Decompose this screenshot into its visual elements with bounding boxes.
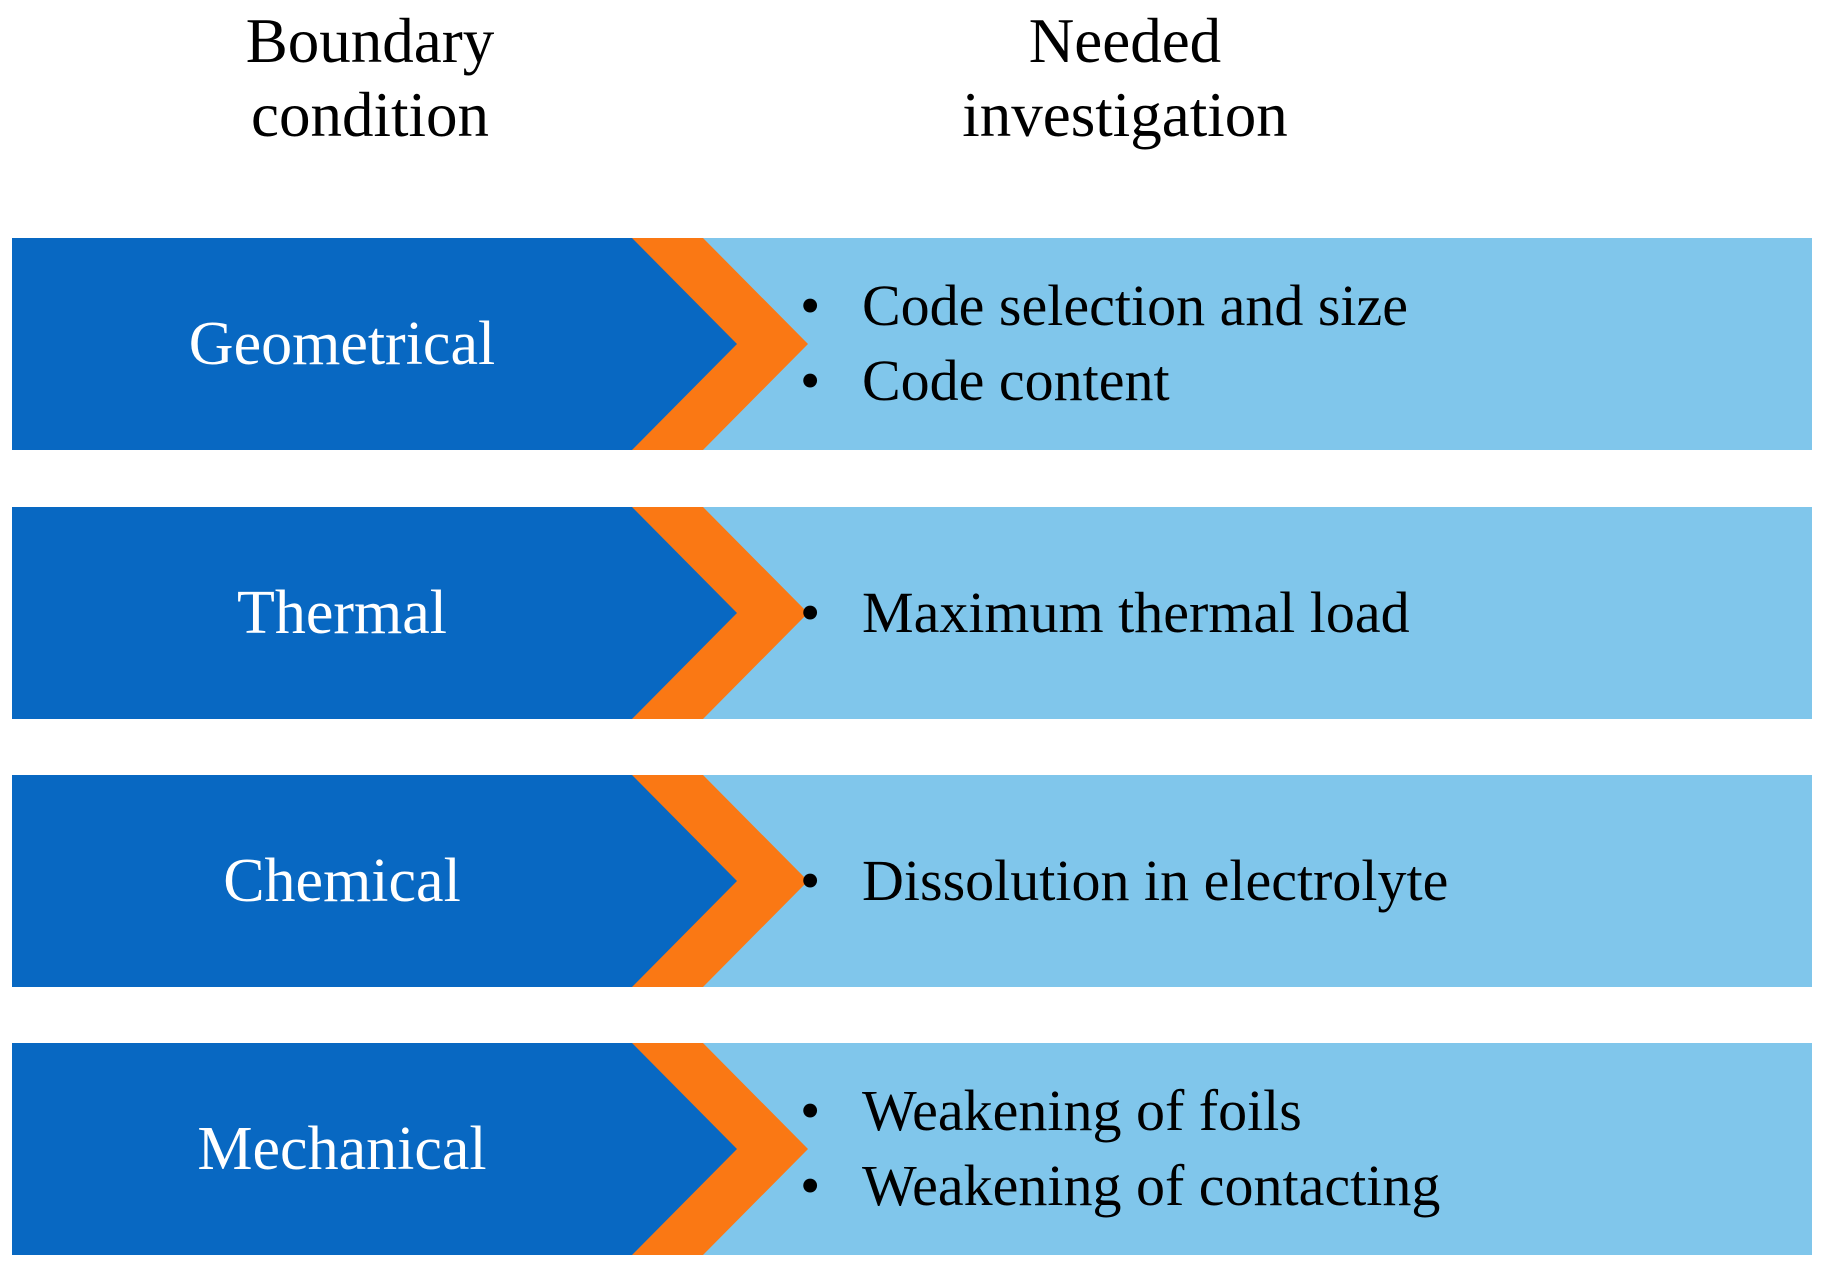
diagram-row[interactable]: Geometrical • Code selection and size • … bbox=[0, 238, 1824, 450]
list-item: • Maximum thermal load bbox=[800, 578, 1810, 649]
list-item-label: Maximum thermal load bbox=[862, 579, 1410, 645]
chevron-band-graphic bbox=[12, 1043, 1812, 1255]
diagram-row[interactable]: Mechanical • Weakening of foils • Weaken… bbox=[0, 1043, 1824, 1255]
diagram-row[interactable]: Chemical • Dissolution in electrolyte bbox=[0, 775, 1824, 987]
investigation-list: • Maximum thermal load bbox=[800, 507, 1810, 719]
investigation-list: • Code selection and size • Code content bbox=[800, 238, 1810, 450]
dark-blue-chevron-shape bbox=[12, 775, 737, 987]
list-item-label: Code content bbox=[862, 348, 1170, 413]
light-blue-band-shape bbox=[640, 1043, 1812, 1255]
bullet-icon: • bbox=[800, 1078, 821, 1144]
list-item-label: Weakening of contacting bbox=[862, 1153, 1441, 1218]
chevron-band-graphic bbox=[12, 238, 1812, 450]
dark-blue-chevron-shape bbox=[12, 507, 737, 719]
bullet-icon: • bbox=[800, 1153, 821, 1218]
chevron-band-graphic bbox=[12, 775, 1812, 987]
list-item-label: Weakening of foils bbox=[862, 1078, 1302, 1144]
list-item-label: Code selection and size bbox=[862, 273, 1408, 339]
dark-blue-chevron-shape bbox=[12, 1043, 737, 1255]
list-item: • Weakening of contacting bbox=[800, 1151, 1810, 1222]
light-blue-band-shape bbox=[640, 775, 1812, 987]
investigation-list: • Weakening of foils • Weakening of cont… bbox=[800, 1043, 1810, 1255]
column-header-needed-investigation: Needed investigation bbox=[962, 6, 1288, 151]
bullet-icon: • bbox=[800, 273, 821, 339]
list-item: • Code selection and size bbox=[800, 271, 1810, 342]
list-item: • Code content bbox=[800, 346, 1810, 417]
list-item-label: Dissolution in electrolyte bbox=[862, 847, 1449, 913]
bullet-icon: • bbox=[800, 348, 821, 413]
light-blue-band-shape bbox=[640, 238, 1812, 450]
column-header-boundary-condition: Boundary condition bbox=[245, 6, 495, 151]
investigation-list: • Dissolution in electrolyte bbox=[800, 775, 1810, 987]
chevron-band-graphic bbox=[12, 507, 1812, 719]
list-item: • Dissolution in electrolyte bbox=[800, 846, 1810, 917]
dark-blue-chevron-shape bbox=[12, 238, 737, 450]
diagram-row[interactable]: Thermal • Maximum thermal load bbox=[0, 507, 1824, 719]
bullet-icon: • bbox=[800, 847, 821, 913]
bullet-icon: • bbox=[800, 579, 821, 645]
list-item: • Weakening of foils bbox=[800, 1076, 1810, 1147]
light-blue-band-shape bbox=[640, 507, 1812, 719]
